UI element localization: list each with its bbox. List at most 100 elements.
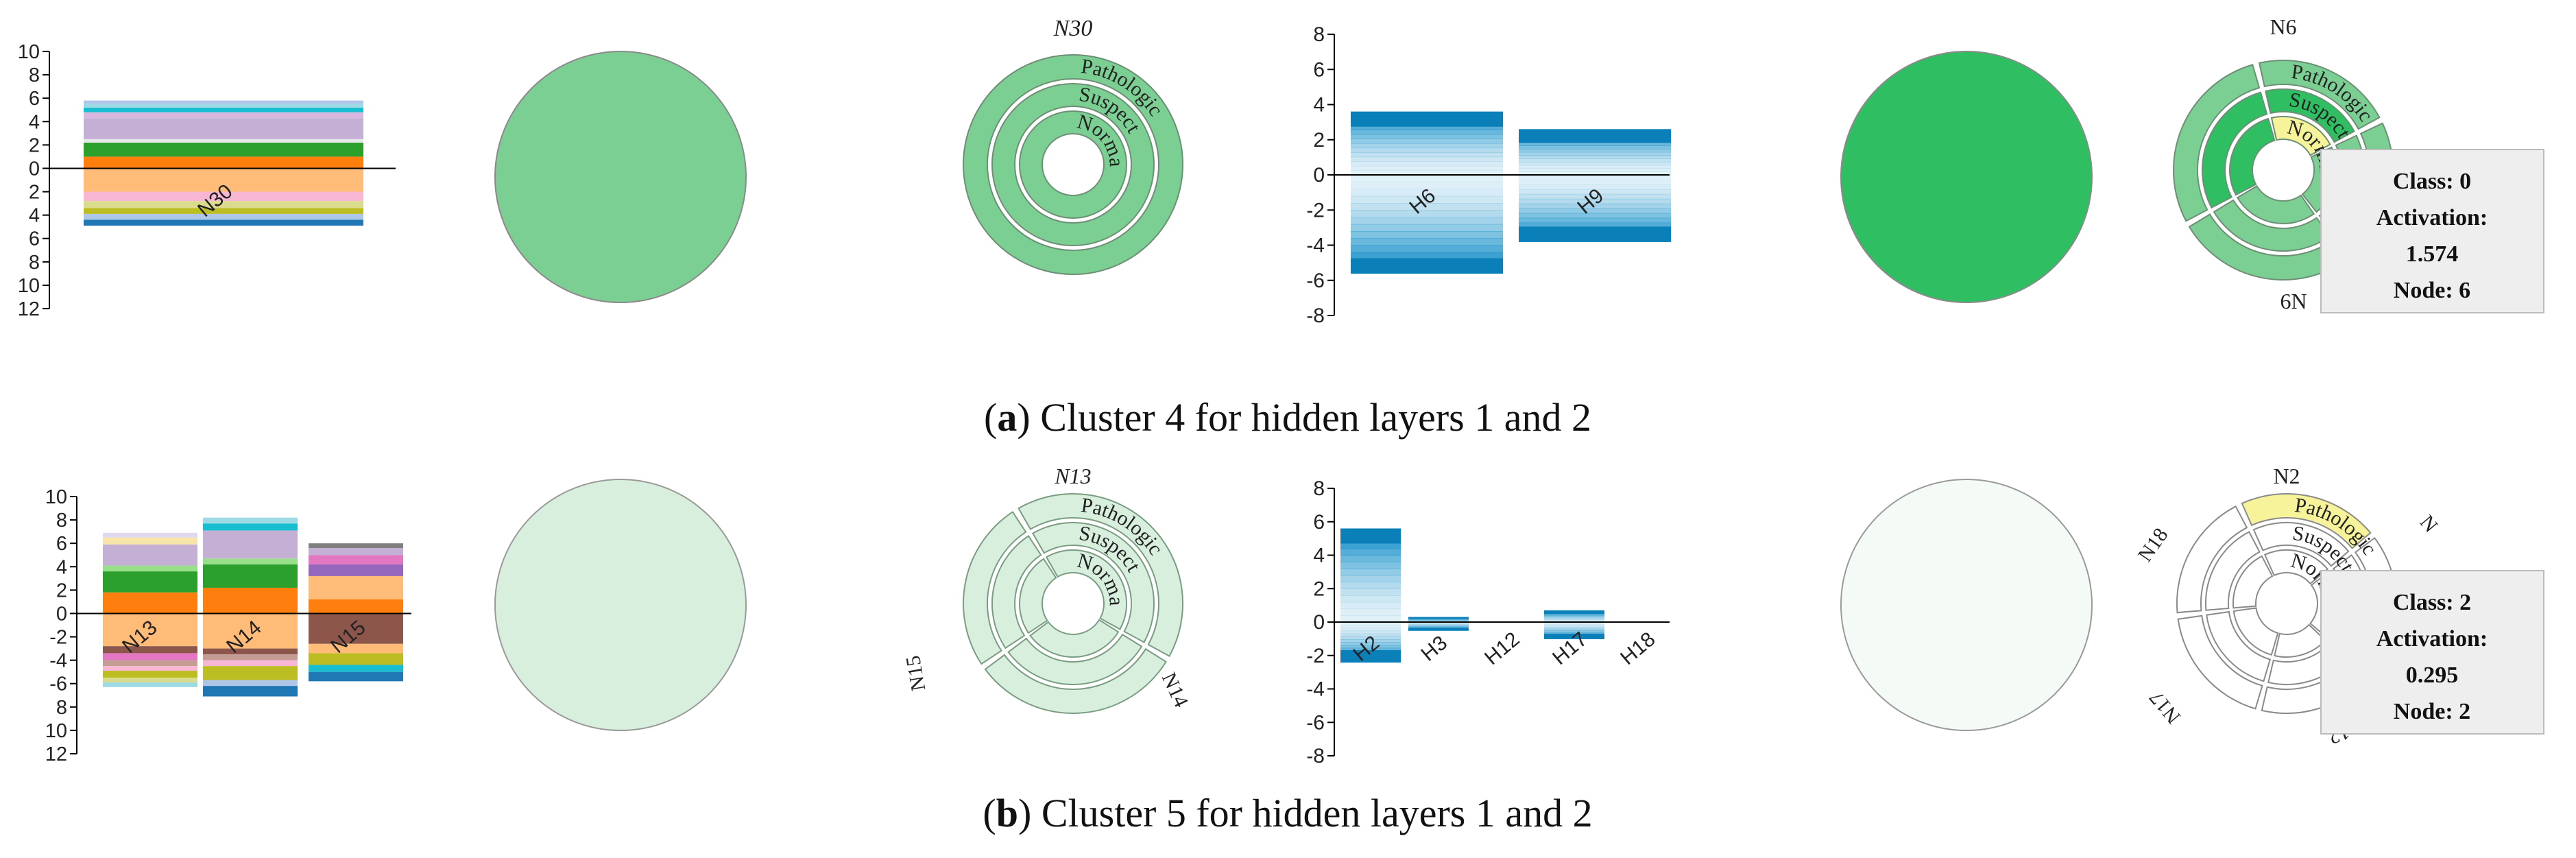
sunburst-ring[interactable] [963, 55, 1183, 274]
stack-segment[interactable] [103, 646, 197, 654]
sunburst-segment[interactable] [2252, 522, 2350, 567]
stack-segment[interactable] [84, 191, 363, 202]
stack-segment[interactable] [203, 686, 298, 697]
sunburst-segment[interactable] [2229, 117, 2276, 196]
y-tick-label: 2 [56, 580, 67, 601]
activation-bar[interactable] [1351, 111, 1503, 274]
node-activation-circle[interactable] [494, 479, 747, 731]
stack-segment[interactable] [84, 100, 363, 104]
activation-bar[interactable] [1340, 528, 1401, 663]
stack-segment[interactable] [84, 156, 363, 169]
sunburst-segment[interactable] [991, 535, 1042, 650]
stack-segment[interactable] [84, 208, 363, 214]
sunburst-segment[interactable] [2232, 555, 2274, 609]
stack-segment[interactable] [203, 613, 298, 649]
activation-bar[interactable] [1408, 617, 1469, 631]
sunburst-segment[interactable] [1007, 633, 1143, 685]
stack-segment[interactable] [203, 523, 298, 531]
bar-band [1351, 156, 1503, 162]
stack-segment[interactable] [203, 660, 298, 667]
stack-segment[interactable] [84, 139, 363, 143]
sunburst-segment[interactable] [2188, 213, 2348, 281]
stack-segment[interactable] [203, 587, 298, 614]
sunburst-segment[interactable] [2241, 493, 2372, 549]
sunburst-segment[interactable] [2258, 60, 2381, 130]
activation-bar[interactable] [1519, 129, 1671, 242]
node-activation-circle[interactable] [1840, 51, 2093, 303]
stack-segment[interactable] [84, 104, 363, 108]
stack-segment[interactable] [203, 666, 298, 680]
sunburst-segment[interactable] [2206, 610, 2272, 682]
stack-segment[interactable] [103, 653, 197, 660]
sunburst-segment[interactable] [2274, 623, 2326, 658]
stack-segment[interactable] [103, 660, 197, 667]
sunburst-segment[interactable] [2177, 615, 2263, 710]
stack-segment[interactable] [84, 107, 363, 112]
sunburst-segment[interactable] [2265, 88, 2355, 143]
stack-segment[interactable] [203, 648, 298, 655]
sunburst-ring[interactable] [992, 84, 1154, 246]
stack-segment[interactable] [309, 575, 403, 599]
stack-segment[interactable] [103, 537, 197, 545]
bar-band [1408, 619, 1469, 621]
sunburst-segment[interactable] [2263, 549, 2329, 585]
stack-segment[interactable] [203, 530, 298, 559]
stack-segment[interactable] [203, 654, 298, 660]
stack-segment[interactable] [309, 543, 403, 548]
sunburst-segment[interactable] [2176, 505, 2248, 614]
sunburst-segment[interactable] [1029, 619, 1120, 658]
stack-segment[interactable] [84, 118, 363, 139]
stack-segment[interactable] [103, 682, 197, 687]
stack-segment[interactable] [103, 670, 197, 678]
stack-segment[interactable] [203, 517, 298, 524]
sunburst-segment[interactable] [1019, 558, 1057, 634]
stack-segment[interactable] [309, 555, 403, 564]
sunburst-segment[interactable] [1032, 522, 1155, 643]
stack-segment[interactable] [84, 213, 363, 220]
sunburst-segment[interactable] [1045, 549, 1127, 630]
stack-segment[interactable] [309, 671, 403, 682]
sunburst-segment[interactable] [2236, 184, 2315, 224]
stack-segment[interactable] [309, 613, 403, 644]
sunburst-segment[interactable] [2205, 531, 2261, 611]
sunburst-node-label: N17 [2145, 687, 2184, 728]
sunburst-segment[interactable] [963, 511, 1027, 665]
stack-segment[interactable] [309, 564, 403, 576]
stack-segment[interactable] [84, 201, 363, 208]
stack-segment[interactable] [203, 680, 298, 687]
sunburst-node-label: 6N [2280, 289, 2307, 313]
sunburst-ring[interactable] [1020, 111, 1127, 218]
stack-segment[interactable] [309, 653, 403, 665]
stack-segment[interactable] [103, 666, 197, 671]
stack-segment[interactable] [309, 643, 403, 654]
stack-segment[interactable] [103, 592, 197, 614]
sunburst-segment[interactable] [2213, 199, 2331, 252]
stack-segment[interactable] [103, 532, 197, 538]
node-activation-circle[interactable] [494, 51, 747, 303]
stack-segment[interactable] [309, 665, 403, 672]
stack-segment[interactable] [203, 564, 298, 588]
stack-segment[interactable] [309, 548, 403, 556]
bar-band [1544, 623, 1604, 625]
sunburst-segment[interactable] [984, 647, 1168, 714]
stack-segment[interactable] [84, 142, 363, 157]
stack-segment[interactable] [84, 168, 363, 192]
stack-segment[interactable] [103, 565, 197, 572]
stack-segment[interactable] [84, 112, 363, 119]
sunburst-segment[interactable] [1018, 493, 1183, 657]
stack-segment[interactable] [84, 219, 363, 226]
stack-segment[interactable] [203, 558, 298, 564]
node-activation-circle[interactable] [1840, 479, 2093, 731]
stack-segment[interactable] [309, 599, 403, 614]
stack-segment[interactable] [103, 571, 197, 593]
stack-segment[interactable] [103, 544, 197, 566]
y-tick-label: 8 [56, 510, 67, 532]
activation-bar[interactable] [1544, 610, 1604, 639]
sunburst-segment[interactable] [2270, 116, 2331, 156]
stack-segment[interactable] [103, 613, 197, 647]
stack-segment[interactable] [103, 678, 197, 683]
sunburst-segment[interactable] [2173, 64, 2261, 222]
sunburst-segment[interactable] [2202, 91, 2268, 209]
sunburst-segment[interactable] [2232, 607, 2279, 656]
